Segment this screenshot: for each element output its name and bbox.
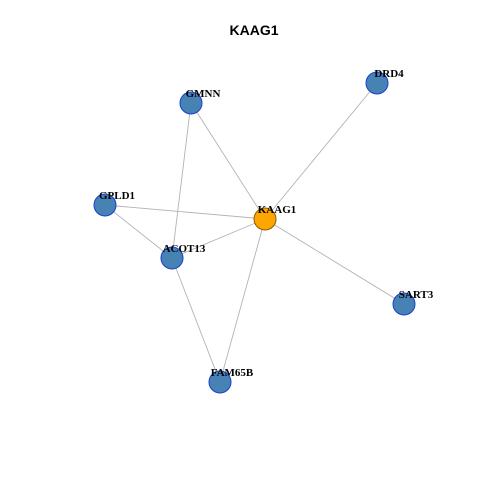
node-kaag1[interactable]: [253, 207, 277, 231]
edge-kaag1-sart3: [264, 218, 405, 305]
node-label-drd4: DRD4: [374, 68, 404, 80]
node-fam65b[interactable]: [208, 370, 232, 394]
graph-title: KAAG1: [229, 22, 278, 38]
edge-acot13-fam65b: [171, 257, 221, 383]
node-drd4[interactable]: [365, 71, 389, 95]
edge-kaag1-gpld1: [104, 204, 266, 220]
node-sart3[interactable]: [392, 292, 416, 316]
node-acot13[interactable]: [160, 246, 184, 270]
node-label-fam65b: FAM65B: [211, 367, 254, 379]
node-label-acot13: ACOT13: [163, 243, 206, 255]
edge-layer: [104, 82, 405, 383]
edge-kaag1-gmnn: [190, 102, 266, 220]
edge-kaag1-acot13: [171, 218, 266, 259]
node-label-sart3: SART3: [399, 289, 434, 301]
node-gmnn[interactable]: [179, 91, 203, 115]
node-label-gmnn: GMNN: [186, 88, 221, 100]
edge-kaag1-fam65b: [219, 218, 266, 383]
edge-kaag1-drd4: [264, 82, 378, 220]
edge-gpld1-acot13: [104, 204, 173, 259]
node-label-gpld1: GPLD1: [99, 190, 135, 202]
node-layer: [93, 71, 416, 394]
node-label-kaag1: KAAG1: [258, 204, 297, 216]
node-gpld1[interactable]: [93, 193, 117, 217]
edge-gmnn-acot13: [171, 102, 192, 259]
